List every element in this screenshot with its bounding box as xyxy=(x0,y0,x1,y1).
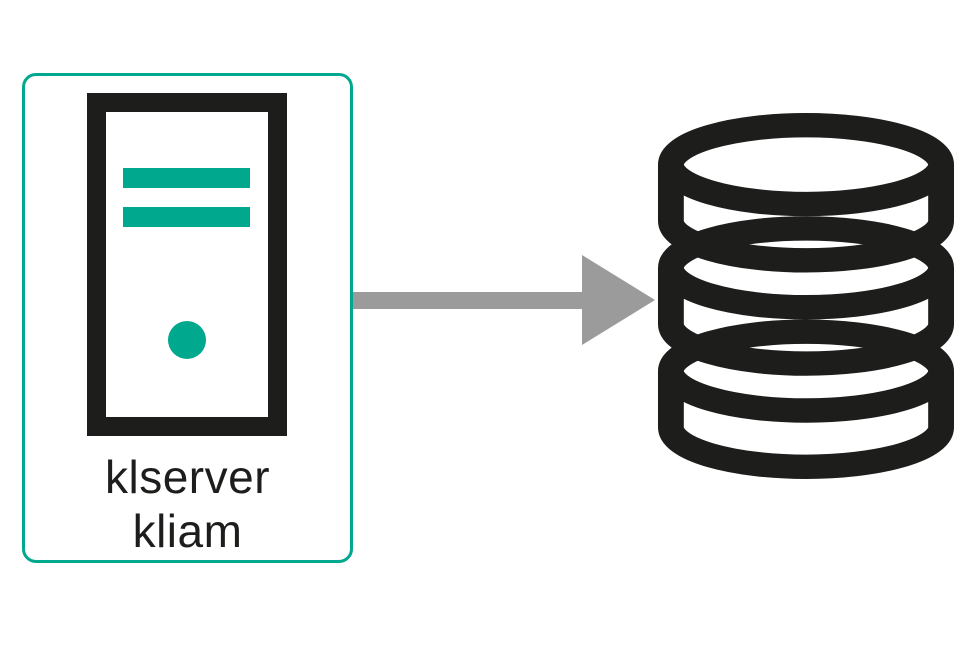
arrow-right-icon xyxy=(582,255,655,345)
server-node-label: klserver kliam xyxy=(25,450,350,558)
database-disk-bottom-body xyxy=(657,371,955,479)
database-icon xyxy=(657,113,955,479)
server-tower-frame xyxy=(87,93,287,436)
server-power-dot xyxy=(168,321,206,359)
server-node-label-line2: kliam xyxy=(132,505,243,557)
database-disk-bottom xyxy=(657,319,955,423)
server-node: klserver kliam xyxy=(22,73,353,563)
arrow-right-shaft xyxy=(353,292,584,309)
server-node-label-line1: klserver xyxy=(104,451,271,503)
database-disk-middle xyxy=(657,216,955,320)
server-stripe-bottom xyxy=(123,207,250,227)
server-tower-icon xyxy=(87,93,287,436)
server-stripe-top xyxy=(123,168,250,188)
database-disk-top xyxy=(657,113,955,217)
